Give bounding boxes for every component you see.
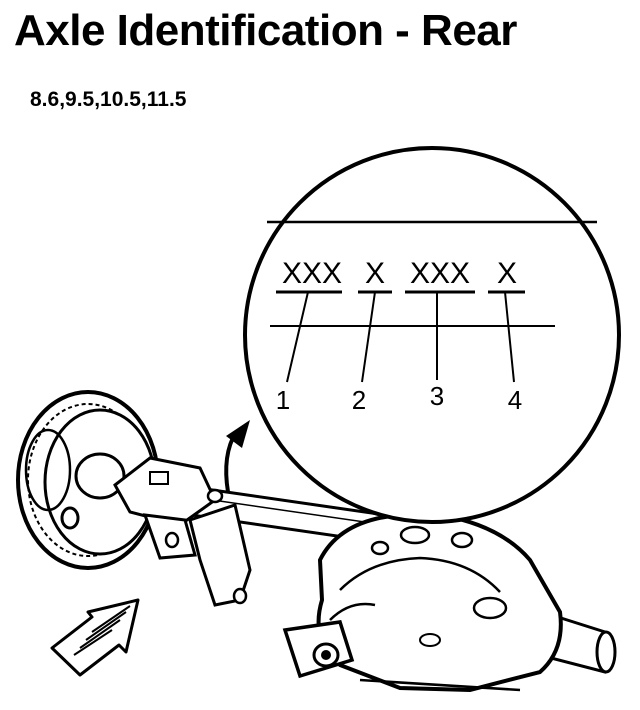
callout-number-2: 2 (352, 385, 366, 415)
code-segment-2: X (365, 257, 385, 290)
callout-number-4: 4 (508, 385, 522, 415)
front-direction-arrow-icon (50, 598, 140, 677)
differential-housing (282, 513, 563, 693)
brake-drum (16, 390, 160, 570)
spring-perch (113, 456, 252, 607)
code-segment-1: XXX (282, 257, 342, 290)
curved-arrow-icon (224, 420, 250, 493)
axle-sizes: 8.6,9.5,10.5,11.5 (30, 88, 187, 111)
page-title: Axle Identification - Rear (14, 6, 517, 55)
callout-number-1: 1 (276, 385, 290, 415)
callout-number-3: 3 (430, 381, 444, 411)
code-segment-3: XXX (410, 257, 470, 290)
detail-circle: XXX X XXX X 1 2 3 4 (243, 146, 621, 524)
code-segment-4: X (497, 257, 517, 290)
